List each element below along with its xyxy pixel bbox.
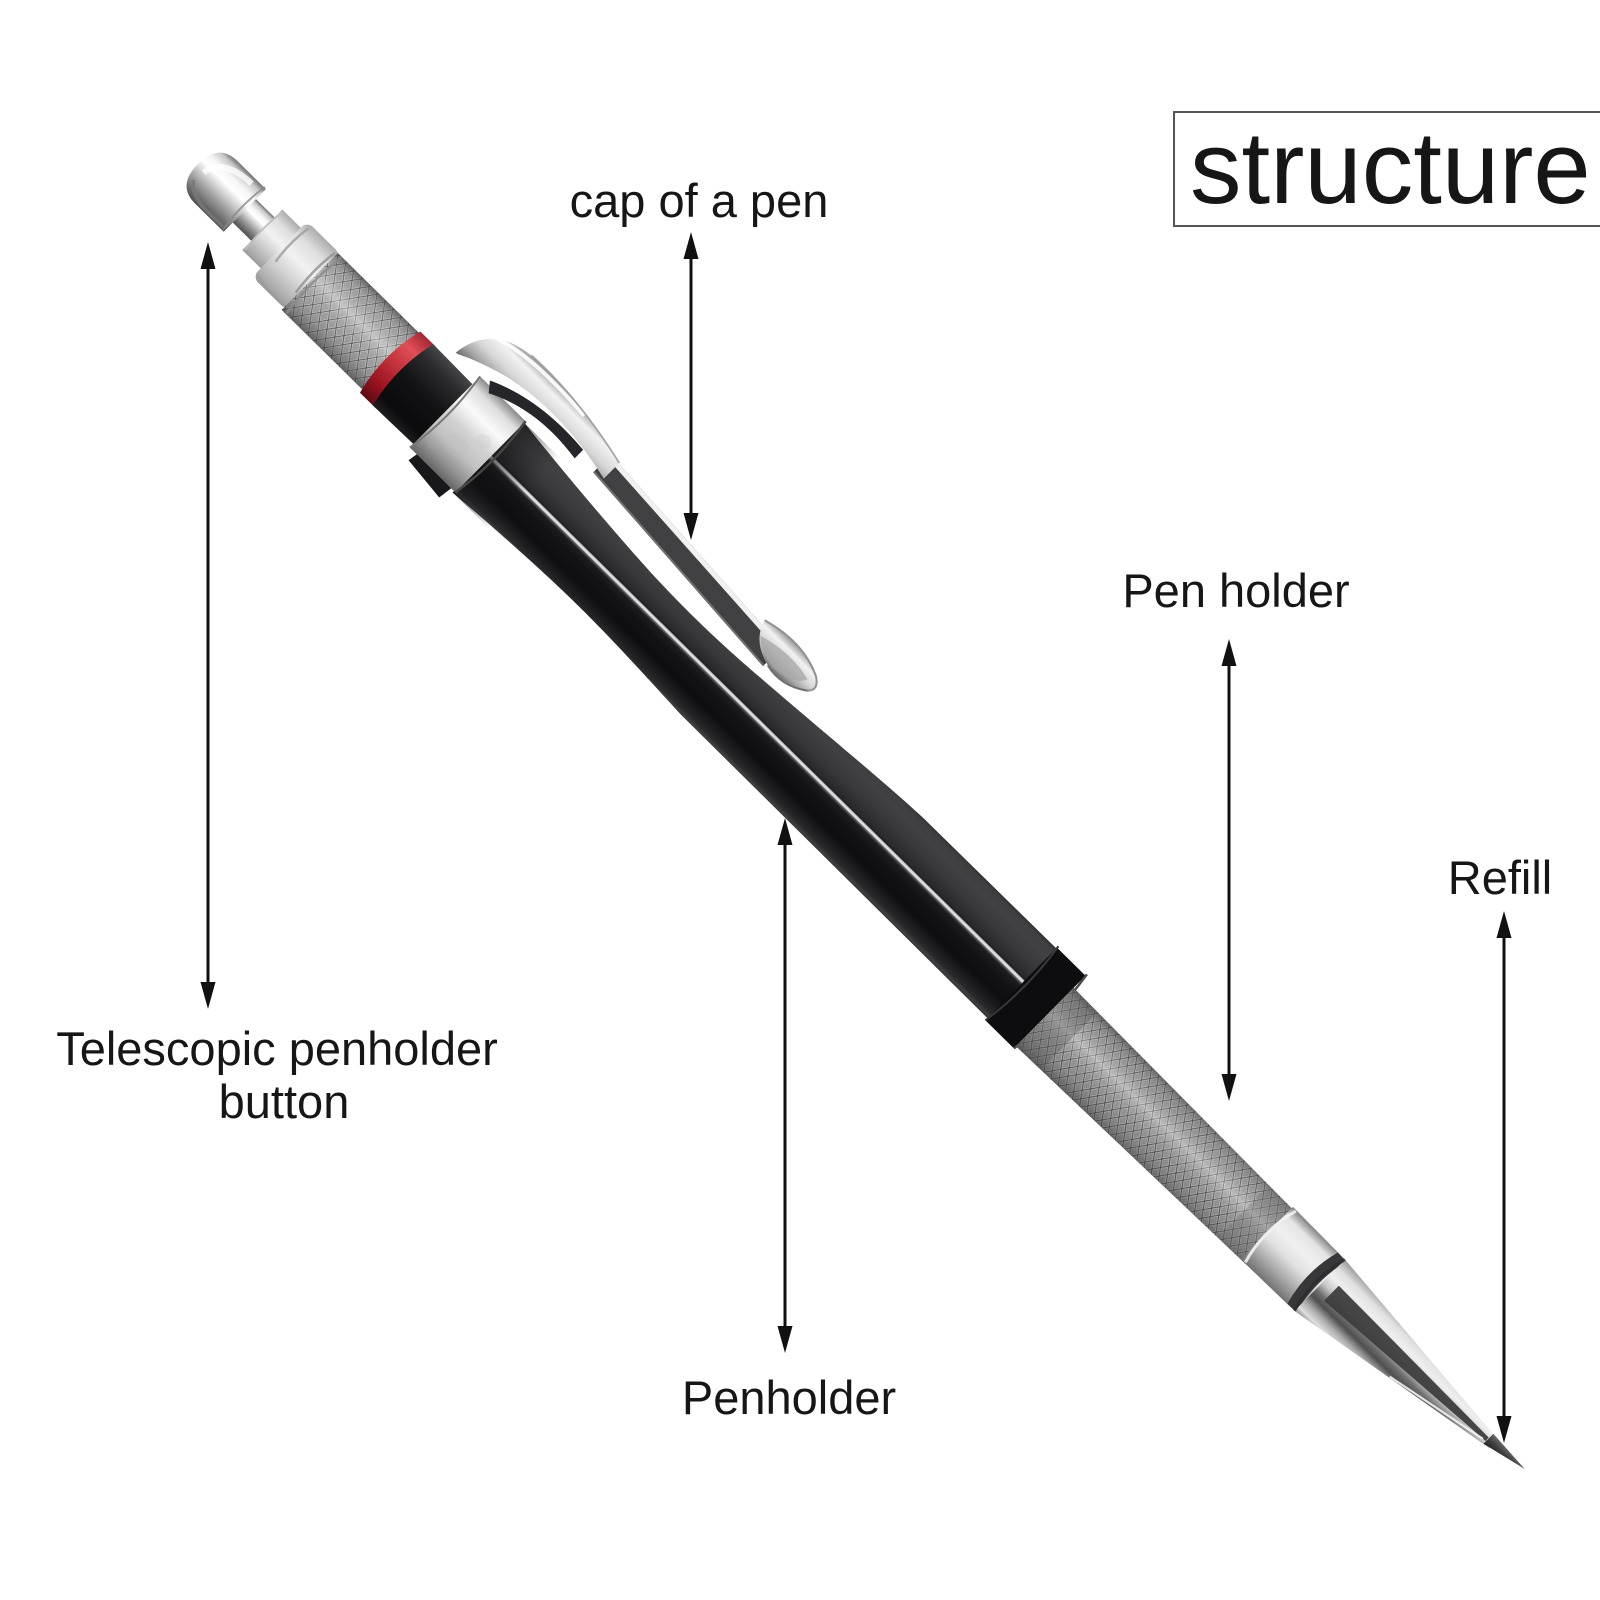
svg-text:Telescopic penholder: Telescopic penholder	[56, 1022, 498, 1075]
svg-text:cap of a pen: cap of a pen	[570, 174, 829, 227]
svg-text:Pen holder: Pen holder	[1122, 564, 1349, 617]
svg-text:Refill: Refill	[1448, 851, 1552, 904]
svg-text:Penholder: Penholder	[682, 1371, 896, 1424]
svg-text:button: button	[219, 1075, 350, 1128]
svg-text:structure: structure	[1190, 110, 1591, 225]
